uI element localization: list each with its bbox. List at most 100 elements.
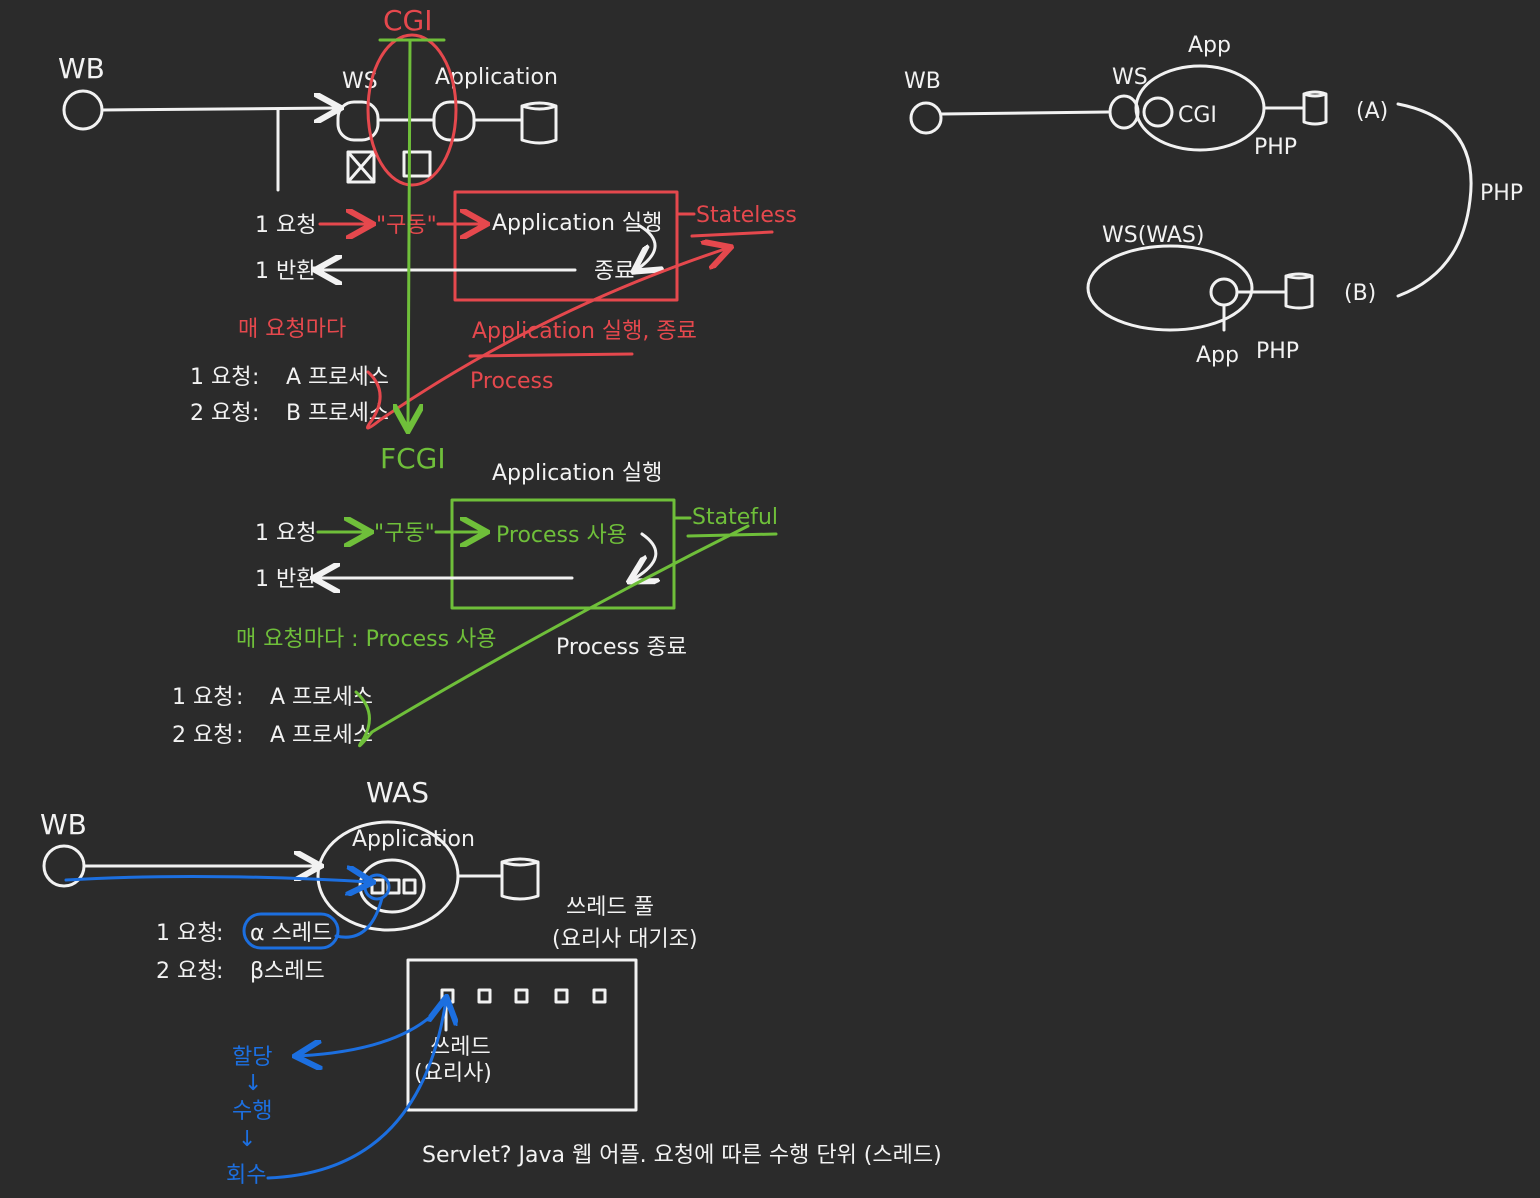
fcgi-req1: 1 요청 <box>255 521 316 546</box>
cgi-to-fcgi-arrow <box>378 38 446 428</box>
was-wb-label: WB <box>40 808 87 841</box>
was-alpha-highlight <box>242 912 340 950</box>
cgi-wb-ws-line <box>100 108 338 110</box>
fcgi-exec-box <box>450 498 676 610</box>
fcgi-app-run: Application 실행 <box>492 461 662 486</box>
was-blue-path <box>64 876 370 882</box>
was-servlet-note: Servlet? Java 웹 어플. 요청에 따른 수행 단위 (스레드) <box>422 1143 942 1168</box>
was-req1: 1 요청 <box>156 921 217 946</box>
was-exec: 수행 <box>232 1099 272 1124</box>
php-app-label: App <box>1188 33 1231 58</box>
cgi-app-run-end: Application 실행, 종료 <box>472 319 697 344</box>
was-thread-3 <box>402 878 417 895</box>
was-req2-thread: β스레드 <box>250 959 325 984</box>
pool-thread-5 <box>592 988 607 1004</box>
cgi-exec-box <box>453 190 679 302</box>
fcgi-process-end: Process 종료 <box>556 635 687 660</box>
fcgi-proc-brace <box>354 524 750 748</box>
pool-thread-3 <box>514 988 529 1004</box>
cgi-wb-node <box>62 89 104 131</box>
was-req1-colon: : <box>216 921 223 946</box>
was-reclaim-arrow <box>266 1000 446 1180</box>
fcgi-loop-arrow <box>632 532 656 580</box>
php-label-a: (A) <box>1356 99 1388 124</box>
cgi-db-icon <box>520 101 558 145</box>
was-alloc: 할당 <box>232 1045 272 1070</box>
php-app-node <box>1209 277 1239 307</box>
php-ws-was-label: WS(WAS) <box>1102 223 1204 248</box>
fcgi-stateful: Stateful <box>692 505 778 530</box>
php-diagram: WB WS App CGI PHP (A) PHP WS(WAS) (B) Ap… <box>904 33 1523 368</box>
was-thread-label: 쓰레드 <box>430 1035 491 1060</box>
empty-box-icon <box>402 150 432 178</box>
cgi-req2-colon: : <box>252 401 259 426</box>
was-diagram: WB WAS Application 1 요청 : α 스레드 2 요청 : β… <box>40 776 942 1188</box>
was-pool-sub: (요리사 대기조) <box>552 927 698 952</box>
php-php-under: PHP <box>1254 135 1297 160</box>
crossed-box-icon <box>346 150 376 184</box>
cgi-wb-label: WB <box>58 52 105 85</box>
cgi-stateless-underline <box>690 230 774 238</box>
was-thread-pool-label: 쓰레드 풀 <box>566 895 654 920</box>
fcgi-box-use: Process 사용 <box>496 523 627 548</box>
pool-thread-2 <box>477 988 492 1004</box>
cgi-box-end: 종료 <box>594 259 634 284</box>
fcgi-req1-colon: : <box>236 685 243 710</box>
fcgi-req2-line: 2 요청 <box>172 723 233 748</box>
cgi-diagram: CGI WB WS Application 1 요청 "구동" Applicat… <box>58 4 797 430</box>
php-ws-node <box>1108 94 1140 130</box>
php-wb-label: WB <box>904 69 941 94</box>
php-db-icon-a <box>1302 90 1328 126</box>
php-was-ellipse <box>1086 244 1254 332</box>
was-req1-thread: α 스레드 <box>250 921 332 946</box>
php-db-icon-b <box>1284 272 1314 310</box>
php-php-bottom: PHP <box>1256 339 1299 364</box>
php-app-bottom: App <box>1196 343 1239 368</box>
was-title: WAS <box>366 776 429 809</box>
was-application-label: Application <box>352 827 475 852</box>
cgi-run-end-underline <box>468 352 634 358</box>
fcgi-req2-colon: : <box>236 723 243 748</box>
php-cgi-label: CGI <box>1178 103 1217 128</box>
was-req2: 2 요청 <box>156 959 217 984</box>
was-alloc-arrow <box>298 998 448 1056</box>
cgi-red-ellipse <box>366 33 458 187</box>
cgi-loop-arrow <box>636 224 655 270</box>
was-thread-1 <box>370 878 385 895</box>
cgi-process: Process <box>470 369 553 394</box>
cgi-title: CGI <box>383 4 433 37</box>
was-blue-thread-circle <box>363 873 391 901</box>
cgi-req1: 1 요청 <box>255 213 316 238</box>
cgi-req2-proc: B 프로세스 <box>286 401 389 426</box>
was-thread-pool-box <box>406 958 638 1112</box>
php-wb-line <box>939 110 1110 116</box>
pool-thread-1 <box>440 988 455 1004</box>
pool-thread-4 <box>554 988 569 1004</box>
php-ws-label: WS <box>1112 65 1148 90</box>
cgi-application-label: Application <box>435 65 558 90</box>
fcgi-every-request: 매 요청마다 : Process 사용 <box>236 627 497 652</box>
cgi-drive-label: "구동" <box>376 213 437 238</box>
was-reclaim: 회수 <box>226 1163 266 1188</box>
php-side-label: PHP <box>1480 181 1523 206</box>
fcgi-req2-proc: A 프로세스 <box>270 723 373 748</box>
was-db-icon <box>500 857 540 901</box>
cgi-req1-colon: : <box>252 365 259 390</box>
fcgi-drive-label: "구동" <box>374 521 435 546</box>
fcgi-title: FCGI <box>380 442 446 475</box>
was-blue-link <box>334 896 384 939</box>
fcgi-resp1: 1 반환 <box>255 567 316 592</box>
cgi-box-run: Application 실행 <box>492 211 662 236</box>
cgi-ws-node <box>336 100 380 142</box>
cgi-stateless: Stateless <box>696 203 797 228</box>
php-label-b: (B) <box>1344 281 1376 306</box>
was-arrow-2: ↓ <box>238 1127 256 1152</box>
php-connector-curve <box>1396 102 1473 298</box>
fcgi-req1-line: 1 요청 <box>172 685 233 710</box>
cgi-every-request: 매 요청마다 <box>238 317 346 342</box>
was-arrow-1: ↓ <box>244 1071 262 1096</box>
fcgi-req1-proc: A 프로세스 <box>270 685 373 710</box>
cgi-resp1: 1 반환 <box>255 259 316 284</box>
php-cgi-node <box>1142 96 1174 128</box>
